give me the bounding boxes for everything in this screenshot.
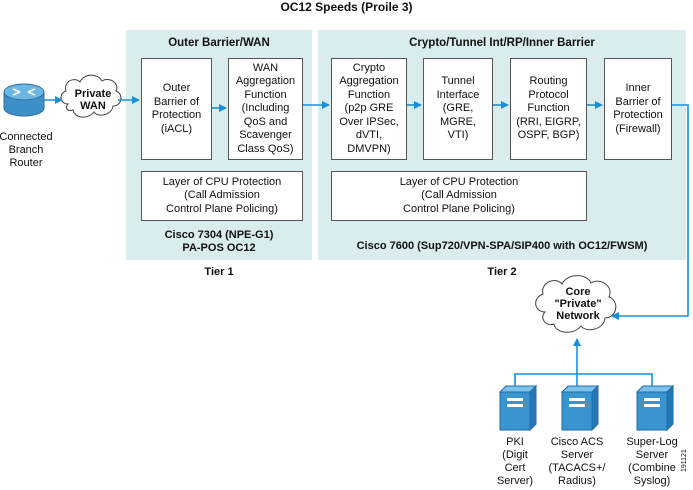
server-icon [498, 384, 538, 432]
tier2-cpu-protection-box: Layer of CPU Protection (Call Admission … [331, 171, 587, 221]
syslog-server-label: Super-Log Server (Combine Syslog) [626, 436, 678, 487]
tier1-header: Outer Barrier/WAN [168, 37, 270, 49]
figure-id: 191121 [681, 449, 688, 472]
diagram-title: OC12 Speeds (Proile 3) [280, 0, 413, 14]
routing-protocol-box: Routing Protocol Function (RRI, EIGRP, O… [510, 58, 587, 160]
core-network-cloud-icon [535, 275, 617, 333]
router-icon [3, 83, 45, 117]
tier2-platform: Cisco 7600 (Sup720/VPN-SPA/SIP400 with O… [356, 240, 648, 252]
tier2-header: Crypto/Tunnel Int/RP/Inner Barrier [409, 37, 595, 49]
server-bus-line [514, 373, 653, 392]
private-wan-label: Private WAN [74, 88, 112, 112]
tunnel-interface-box: Tunnel Interface (GRE, MGRE, VTI) [423, 58, 493, 160]
private-wan-cloud-icon [60, 74, 122, 118]
server-icon [560, 384, 600, 432]
tier2-label: Tier 2 [487, 266, 517, 278]
acs-server-label: Cisco ACS Server (TACACS+/ Radius) [548, 436, 606, 487]
tier1-cpu-protection-box: Layer of CPU Protection (Call Admission … [141, 171, 303, 221]
core-network-label: Core "Private" Network [554, 286, 602, 322]
crypto-aggregation-box: Crypto Aggregation Function (p2p GRE Ove… [331, 58, 407, 160]
tier1-label: Tier 1 [204, 266, 234, 278]
arrow-inner-to-core [611, 104, 689, 320]
server-icon [635, 384, 675, 432]
inner-barrier-box: Inner Barrier of Protection (Firewall) [604, 58, 672, 160]
outer-barrier-box: Outer Barrier of Protection (iACL) [141, 58, 212, 160]
tier1-platform: Cisco 7304 (NPE-G1) PA-POS OC12 [164, 229, 274, 254]
wan-aggregation-box: WAN Aggregation Function (Including QoS … [228, 58, 303, 160]
pki-server-label: PKI (Digit Cert Server) [496, 436, 534, 487]
branch-router-label: Connected Branch Router [0, 131, 53, 169]
